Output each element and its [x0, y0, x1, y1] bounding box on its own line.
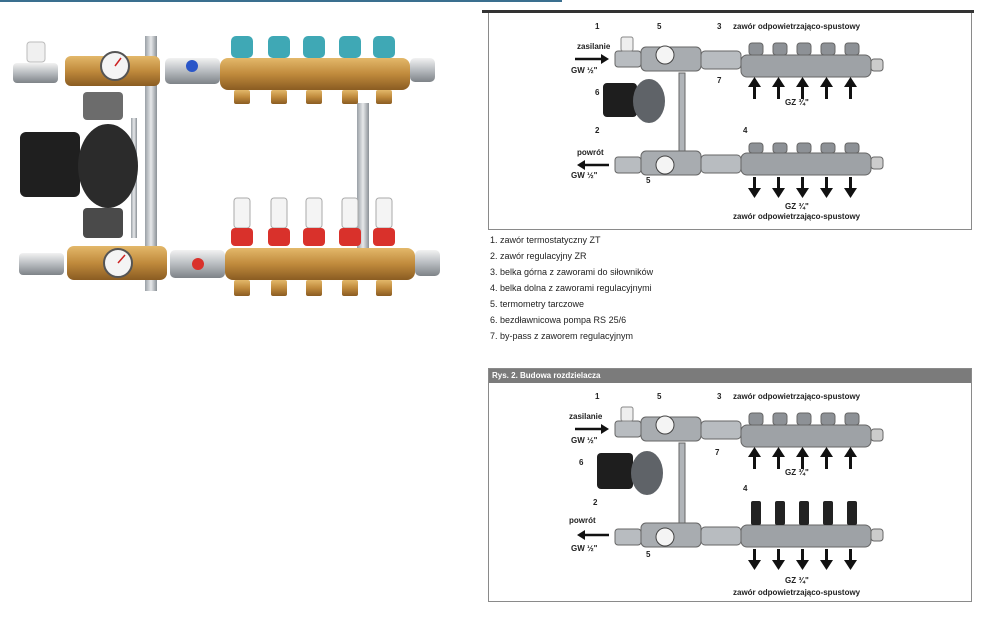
legend-item: 4. belka dolna z zaworami regulacyjnymi — [490, 283, 652, 293]
pump-housing — [78, 124, 138, 208]
legend-item: 1. zawór termostatyczny ZT — [490, 235, 601, 245]
manifold-diagram-2: 1 5 3 zawór odpowietrzająco-spustowy 6 7… — [569, 392, 884, 597]
bottom-manifold-bar — [225, 248, 415, 280]
return-ball-valve — [19, 253, 64, 275]
callout-5-bottom: 5 — [646, 176, 651, 185]
top-air-vent — [410, 58, 435, 82]
right-column-top-rule — [482, 10, 974, 13]
bottom-down-arrows — [748, 177, 857, 198]
top-outlet-thread-label: GZ ¾" — [785, 98, 809, 107]
callout-6: 6 — [595, 88, 600, 97]
callout-4: 4 — [743, 484, 748, 493]
callout-3: 3 — [717, 22, 722, 31]
callout-2: 2 — [595, 126, 600, 135]
bottom-outlet-thread-label: GZ ¾" — [785, 576, 809, 585]
callout-3: 3 — [717, 392, 722, 401]
bypass-rod — [678, 72, 686, 164]
supply-thread-label: GW ½" — [571, 436, 598, 445]
thermostatic-valve-cap — [26, 41, 46, 63]
supply-thread-label: GW ½" — [571, 66, 598, 75]
callout-4: 4 — [743, 126, 748, 135]
manifold-product-photo — [13, 36, 440, 296]
callout-7: 7 — [717, 76, 722, 85]
return-arrow-icon — [577, 530, 609, 540]
legend-item: 7. by-pass z zaworem regulacyjnym — [490, 331, 634, 341]
diagram-panel-1: 1 5 3 zawór odpowietrzająco-spustowy 6 7… — [488, 13, 972, 230]
return-label: powrót — [577, 148, 604, 157]
right-bracket — [357, 103, 369, 263]
return-label: powrót — [569, 516, 596, 525]
bottom-vent-caption: zawór odpowietrzająco-spustowy — [733, 588, 861, 597]
return-thread-label: GW ½" — [571, 544, 598, 553]
pump-union-bottom — [83, 208, 123, 238]
pump-motor — [603, 83, 637, 117]
callout-6: 6 — [579, 458, 584, 467]
red-lever-icon — [192, 258, 204, 270]
top-outlet-thread-label: GZ ¾" — [785, 468, 809, 477]
supply-arrow-icon — [575, 54, 609, 64]
supply-label: zasilanie — [569, 412, 603, 421]
callout-5-top: 5 — [657, 392, 662, 401]
bottom-down-arrows — [748, 549, 857, 570]
legend-item: 6. bezdławnicowa pompa RS 25/6 — [490, 315, 627, 325]
return-arrow-icon — [577, 160, 609, 170]
callout-1: 1 — [595, 22, 600, 31]
top-vent-caption: zawór odpowietrzająco-spustowy — [733, 392, 861, 401]
manifold-diagram-1: 1 5 3 zawór odpowietrzająco-spustowy 6 7… — [571, 22, 884, 221]
component-legend: 1. zawór termostatyczny ZT 2. zawór regu… — [490, 232, 653, 344]
supply-arrow-icon — [575, 424, 609, 434]
top-manifold-bar — [220, 58, 410, 90]
bottom-beam — [740, 524, 872, 548]
flow-meters — [751, 501, 857, 525]
bypass-rod — [678, 442, 686, 536]
supply-label: zasilanie — [577, 42, 611, 51]
diagram-panel-2: Rys. 2. Budowa rozdzielacza 1 5 3 zawór … — [488, 368, 972, 602]
callout-2: 2 — [593, 498, 598, 507]
callout-5-top: 5 — [657, 22, 662, 31]
pump-motor — [597, 453, 633, 489]
figure-2-title: Rys. 2. Budowa rozdzielacza — [489, 369, 971, 383]
callout-5-bottom: 5 — [646, 550, 651, 559]
legend-item: 5. termometry tarczowe — [490, 299, 585, 309]
bottom-air-vent — [415, 250, 440, 276]
regulating-valves-red — [231, 228, 395, 246]
top-up-arrows — [748, 77, 857, 99]
bottom-outlet-thread-label: GZ ¾" — [785, 202, 809, 211]
top-beam — [740, 54, 872, 78]
top-beam — [740, 424, 872, 448]
legend-item: 3. belka górna z zaworami do siłowników — [490, 267, 654, 277]
legend-item: 2. zawór regulacyjny ZR — [490, 251, 587, 261]
pump-union-top — [83, 92, 123, 120]
bottom-vent-caption: zawór odpowietrzająco-spustowy — [733, 212, 861, 221]
top-vent-caption: zawór odpowietrzająco-spustowy — [733, 22, 861, 31]
blue-lever-icon — [186, 60, 198, 72]
top-up-arrows — [748, 447, 857, 469]
left-bracket — [145, 36, 157, 291]
supply-ball-valve — [13, 63, 58, 83]
bottom-outlet-nipples — [234, 280, 392, 296]
callout-7: 7 — [715, 448, 720, 457]
return-thread-label: GW ½" — [571, 171, 598, 180]
top-actuator-valves — [231, 36, 395, 58]
callout-1: 1 — [595, 392, 600, 401]
top-outlet-nipples — [234, 90, 392, 104]
top-accent-line — [0, 0, 562, 2]
bottom-beam — [740, 152, 872, 176]
pump-motor-head — [20, 132, 80, 197]
